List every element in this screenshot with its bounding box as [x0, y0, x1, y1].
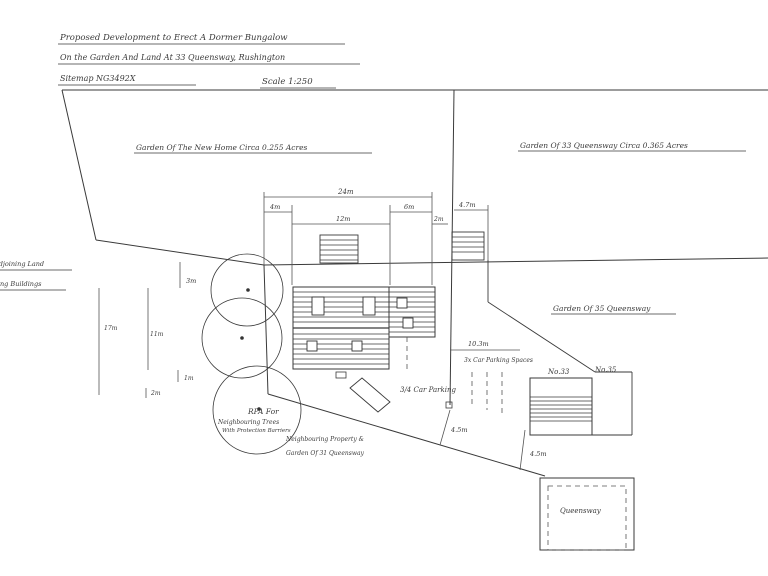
- garden-35-label: Garden Of 35 Queensway: [553, 304, 651, 313]
- dim-4-7m: 4.7m: [458, 201, 476, 209]
- shed-33: [451, 231, 485, 261]
- buildings-label: ng Buildings: [0, 280, 42, 288]
- title-line-1: Proposed Development to Erect A Dormer B…: [59, 33, 288, 43]
- tree-dot-1: [246, 288, 250, 292]
- garden-33-label: Garden Of 33 Queensway Circa 0.365 Acres: [520, 141, 688, 150]
- dim-24m: 24m: [337, 188, 354, 196]
- parking-spaces-label: 3x Car Parking Spaces: [464, 357, 533, 364]
- west-boundary-line: [61, 89, 97, 241]
- title-line-2: On the Garden And Land At 33 Queensway, …: [60, 53, 285, 62]
- rooflight-1: [306, 340, 318, 352]
- rpa-circle-2: [201, 297, 283, 379]
- dim-10-3m: 10.3m: [468, 340, 489, 348]
- dim-3m: 3m: [186, 277, 196, 285]
- no35-boundary-diagonal: [487, 301, 596, 373]
- adjoining-land-label: Adjoining Land: [0, 260, 44, 268]
- proposed-bungalow: [292, 286, 436, 379]
- dormer-2: [362, 296, 376, 316]
- garden-31-label: Garden Of 31 Queensway: [286, 450, 365, 457]
- rpa-circle-1: [210, 253, 284, 327]
- no33-label: No.33: [547, 368, 570, 376]
- dim-4-5m-line-a: [439, 409, 451, 446]
- dormer-3: [396, 297, 408, 309]
- house-no33-hatch: [530, 396, 592, 422]
- gate-post: [445, 401, 453, 409]
- front-step: [335, 371, 347, 379]
- parking-34-label: 3/4 Car Parking: [400, 386, 456, 394]
- queensway-label: Queensway: [560, 507, 602, 515]
- queensway-kerb: [547, 485, 627, 551]
- dim-4-5m-b: 4.5m: [529, 450, 547, 458]
- shed-new-home-hatch: [320, 239, 358, 261]
- scale-label: Scale 1:250: [262, 77, 313, 87]
- shed-new-home: [319, 234, 359, 264]
- tree-dot-2: [240, 336, 244, 340]
- rooflight-2: [351, 340, 363, 352]
- neighbouring-property-label: Neighbouring Property &: [285, 436, 365, 443]
- parking-pad: [349, 377, 391, 413]
- no35-label: No.35: [594, 366, 617, 374]
- dim-4-5m-a: 4.5m: [450, 426, 468, 434]
- plot-south-edge: [267, 393, 546, 477]
- dim-1m: 1m: [184, 375, 194, 382]
- dormer-4: [402, 317, 414, 329]
- bungalow-roof-hatch: [293, 291, 435, 365]
- dim-6m: 6m: [404, 203, 414, 211]
- dim-4-5m-line-b: [519, 429, 526, 471]
- dim-2m: 2m: [433, 216, 444, 223]
- dim-12m: 12m: [336, 215, 350, 223]
- shed-33-hatch: [452, 236, 484, 253]
- rpa-label-3: With Protection Barriers: [222, 428, 291, 434]
- house-no33: [529, 377, 593, 436]
- tree-dot-3: [257, 407, 261, 411]
- garden-divide-line: [263, 257, 768, 266]
- dim-4m: 4m: [269, 203, 280, 211]
- rpa-circle-3: [212, 365, 302, 455]
- dim-17m: 17m: [104, 325, 118, 332]
- garden-new-home-label: Garden Of The New Home Circa 0.255 Acres: [136, 143, 308, 152]
- south-west-boundary-line: [95, 239, 265, 266]
- dim-11m: 11m: [150, 331, 164, 338]
- rpa-label-1: RPA For: [247, 407, 279, 416]
- dormer-1: [311, 296, 325, 316]
- rpa-label-2: Neighbouring Trees: [217, 419, 279, 426]
- sitemap-reference: Sitemap NG3492X: [60, 74, 136, 83]
- dim-2m-b: 2m: [150, 390, 161, 397]
- plot-west-edge: [263, 264, 269, 395]
